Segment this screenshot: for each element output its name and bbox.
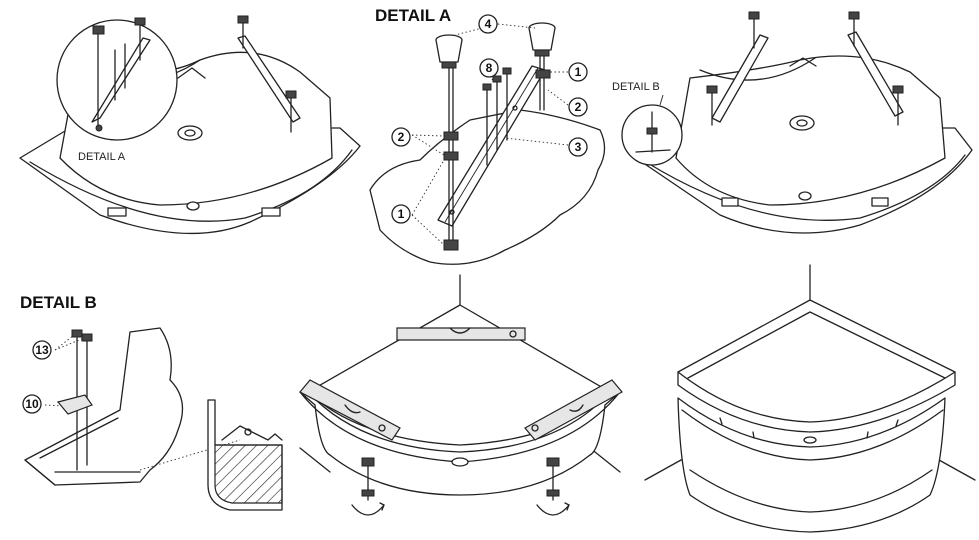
callout-1-right: 1 [568,62,588,82]
callout-2-left: 2 [391,127,411,147]
nut-icon [443,131,459,141]
callout-4: 4 [478,14,498,34]
panel-tray-underside-left [19,15,361,235]
svg-text:10: 10 [25,397,39,411]
detail-a-caption: DETAIL A [78,151,126,163]
drain-hole [177,125,203,141]
callout-3: 3 [568,137,588,157]
callout-2-right: 2 [568,97,588,117]
callout-1-left: 1 [391,204,411,224]
panel-tray-underside-right [621,11,973,234]
spirit-level-top [396,327,526,341]
panel-detail-b: 13 10 [22,327,283,511]
detail-b-caption: DETAIL B [612,81,660,93]
svg-text:3: 3 [575,140,582,154]
svg-text:2: 2 [575,100,582,114]
bolt-icon [237,15,249,24]
callout-13: 13 [32,340,52,360]
spirit-level-right [524,379,623,441]
panel-detail-a: 4 8 1 2 3 2 1 [369,14,606,265]
svg-text:4: 4 [485,17,492,31]
panel-levelling [299,274,623,516]
clip-part [56,394,93,415]
svg-text:13: 13 [35,343,49,357]
detail-b-heading: DETAIL B [20,293,97,312]
svg-text:1: 1 [398,207,405,221]
hatch-section-icon [214,444,283,504]
svg-text:2: 2 [398,130,405,144]
callout-8: 8 [479,58,499,78]
detail-a-heading: DETAIL A [375,6,451,25]
rotate-arrow-icon [351,504,385,516]
panel-finished-tray [644,264,976,533]
svg-text:8: 8 [486,61,493,75]
callout-10: 10 [22,394,42,414]
svg-text:1: 1 [575,65,582,79]
